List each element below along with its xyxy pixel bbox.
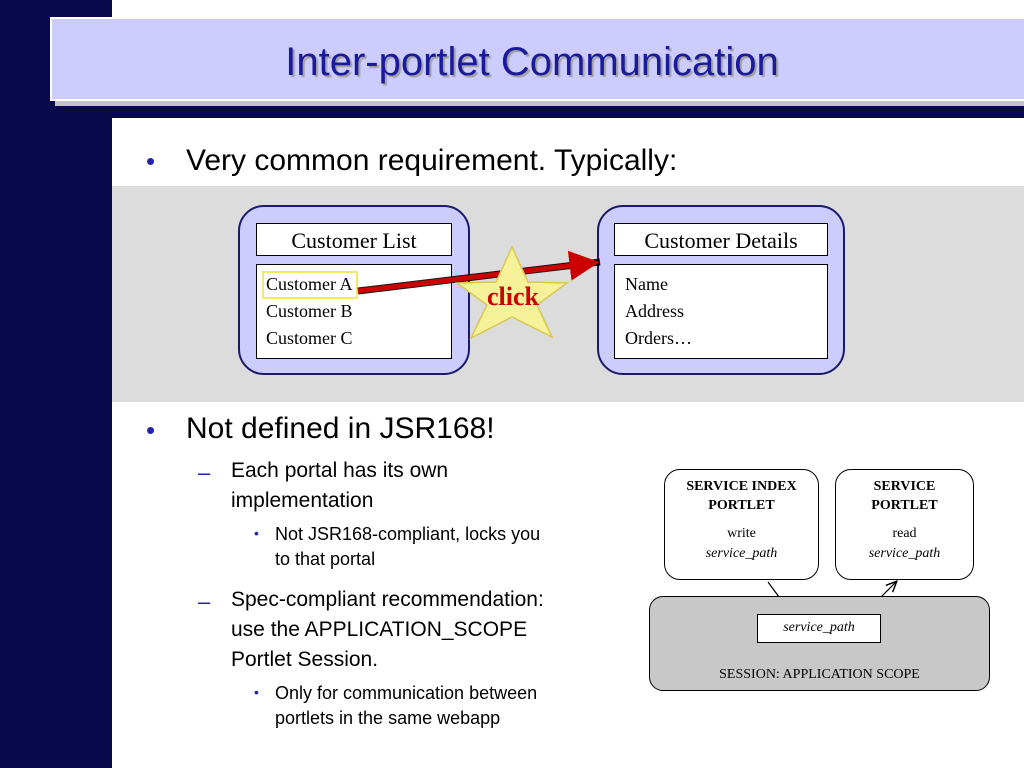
sub-sub-bullet-2-marker: •	[254, 684, 259, 700]
service-index-portlet-title: PORTLET	[708, 498, 775, 513]
customer-details-body	[614, 264, 828, 359]
session-scope-box	[649, 596, 990, 691]
customer-list-title: Customer List	[256, 223, 452, 256]
session-attribute-label: service_path	[783, 620, 855, 635]
write-path-label: service_path	[705, 546, 778, 561]
sub-sub-bullet-1-marker: •	[254, 525, 259, 541]
bullet-2-text: Not defined in JSR168!	[186, 412, 495, 445]
sub-sub-bullet-1-line: Not JSR168-compliant, locks you	[275, 524, 541, 544]
read-path-label: service_path	[868, 546, 941, 561]
title-rule	[112, 104, 1024, 118]
customer-item[interactable]: Customer A	[266, 274, 353, 294]
sub-sub-bullet-2-line: portlets in the same webapp	[275, 708, 501, 728]
sub-bullet-1-marker: –	[198, 460, 211, 485]
session-scope-label: SESSION: APPLICATION SCOPE	[719, 667, 920, 682]
sub-bullet-2-line: Spec-compliant recommendation:	[231, 588, 544, 611]
detail-item: Orders…	[625, 328, 692, 348]
service-index-portlet-title: SERVICE INDEX	[686, 479, 797, 494]
title-box: Inter-portlet Communication	[50, 17, 1024, 101]
bullet-2-marker: •	[146, 415, 156, 445]
slide-title: Inter-portlet Communication	[285, 40, 779, 84]
left-band	[0, 0, 112, 768]
customer-details-title: Customer Details	[614, 223, 828, 256]
service-portlet-title: PORTLET	[871, 498, 938, 513]
service-path-attribute-box	[757, 614, 881, 643]
service-index-portlet-box	[664, 469, 819, 580]
sub-bullet-1-line: Each portal has its own	[231, 459, 449, 482]
sub-bullet-2-marker: –	[198, 589, 211, 614]
click-label: click	[487, 282, 539, 311]
sub-bullet-1-line: implementation	[231, 489, 374, 512]
customer-a-highlight[interactable]	[262, 271, 358, 299]
sub-bullet-2-line: use the APPLICATION_SCOPE	[231, 618, 528, 641]
sub-sub-bullet-2-line: Only for communication between	[275, 683, 538, 703]
bullet-1-marker: •	[146, 146, 156, 176]
read-label: read	[892, 526, 917, 541]
write-label: write	[727, 526, 756, 541]
service-portlet-box	[835, 469, 974, 580]
customer-item[interactable]: Customer C	[266, 328, 353, 348]
sub-bullet-2-line: Portlet Session.	[231, 648, 379, 671]
service-portlet-title: SERVICE	[873, 479, 936, 494]
customer-item[interactable]: Customer B	[266, 301, 353, 321]
detail-item: Name	[625, 274, 668, 294]
bullet-1-text: Very common requirement. Typically:	[186, 144, 678, 177]
detail-item: Address	[625, 301, 684, 321]
sub-sub-bullet-1-line: to that portal	[275, 549, 376, 569]
